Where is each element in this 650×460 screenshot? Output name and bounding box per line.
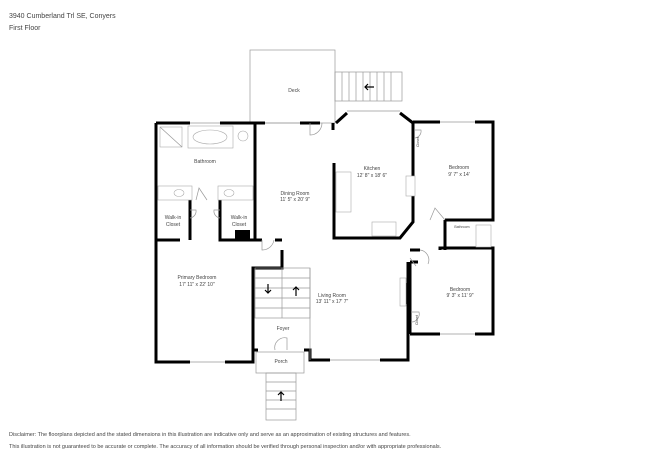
kitchen-label: Kitchen <box>364 166 381 172</box>
bedroom-label: Bedroom <box>450 287 470 293</box>
doors[interactable] <box>189 122 446 351</box>
disclaimer-line-2: This illustration is not guaranteed to b… <box>9 444 442 450</box>
walkin-closet-label: Walk-in <box>231 215 248 221</box>
bedroom-dims: 9' 7" x 14' <box>448 172 470 178</box>
arrow-up-icon <box>292 286 300 296</box>
dining-room-dims: 11' 5" x 20' 9" <box>280 197 310 203</box>
bedroom-dims: 9' 3" x 11' 9" <box>446 293 473 299</box>
porch-label: Porch <box>274 359 287 365</box>
deck-stairs <box>334 71 403 102</box>
floor-label: First Floor <box>9 25 41 32</box>
primary-bedroom-dims: 17' 11" x 22' 10" <box>179 282 215 288</box>
living-room-dims: 13' 11" x 17' 7" <box>316 299 349 305</box>
walls <box>154 111 495 364</box>
walkin-closet-label: Walk-in <box>165 215 182 221</box>
walkin-closet-label: Closet <box>232 222 247 228</box>
interior-stairs <box>254 267 311 360</box>
bedroom-label: Bedroom <box>449 165 469 171</box>
disclaimer-line-1: Disclaimer: The floorplans depicted and … <box>9 432 411 438</box>
property-address: 3940 Cumberland Trl SE, Conyers <box>9 13 116 20</box>
arrow-left-icon <box>364 83 374 91</box>
closet-label: Closet <box>416 137 420 147</box>
closet-fixture <box>235 230 250 240</box>
small-bathroom-label: Bathroom <box>454 225 469 229</box>
kitchen-dims: 12' 8" x 18' 6" <box>357 173 387 179</box>
walkin-closet-label: Closet <box>166 222 181 228</box>
fixtures <box>157 125 492 307</box>
deck <box>249 49 336 124</box>
windows <box>190 110 475 363</box>
arrow-down-icon <box>264 284 272 294</box>
bathroom-label: Bathroom <box>194 159 216 165</box>
deck-label: Deck <box>288 88 300 94</box>
closet-label: Closet <box>415 315 419 325</box>
living-room-label: Living Room <box>318 293 346 299</box>
porch-stairs <box>265 372 297 421</box>
primary-bedroom-label: Primary Bedroom <box>178 275 217 281</box>
dining-room-label: Dining Room <box>281 191 310 197</box>
foyer-label: Foyer <box>277 326 290 332</box>
arrow-up-icon <box>277 391 285 401</box>
